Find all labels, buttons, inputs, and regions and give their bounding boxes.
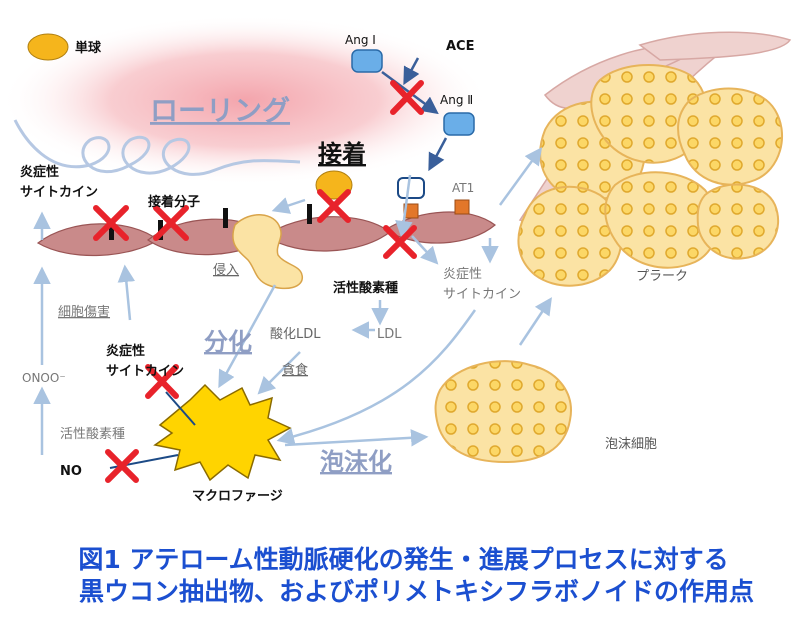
invading-monocyte xyxy=(232,214,303,290)
foam-cell-shape xyxy=(434,360,572,464)
ang2-box xyxy=(443,112,475,136)
inhibition-x-cytokine-left xyxy=(93,205,129,241)
inhibition-x-no xyxy=(105,449,139,483)
inhibition-marks xyxy=(93,80,424,483)
label-oxldl: 酸化LDL xyxy=(270,327,321,342)
label-differentiation: 分化 xyxy=(204,328,252,356)
label-ros-center: 活性酸素種 xyxy=(333,280,398,296)
inhibition-x-adhesion-molecule xyxy=(153,205,189,241)
macrophage-burst xyxy=(153,383,292,482)
label-adhesion-molecule: 接着分子 xyxy=(148,194,200,210)
label-adhesion: 接着 xyxy=(318,140,366,168)
label-phagocytosis: 貪食 xyxy=(282,362,308,378)
label-ldl: LDL xyxy=(377,327,402,342)
caption-line-2: 黒ウコン抽出物、およびポリメトキシフラボノイドの作用点 xyxy=(78,577,754,606)
label-macrophage: マクロファージ xyxy=(192,489,283,504)
label-ang2: Ang Ⅱ xyxy=(440,93,473,107)
label-no: NO xyxy=(60,464,82,479)
label-cytokine-l-1: 炎症性 xyxy=(106,343,145,359)
cytokine-link-line xyxy=(165,391,196,426)
label-plaque: プラーク xyxy=(636,269,688,284)
inhibition-x-ros xyxy=(383,225,417,259)
label-onoo: ONOO⁻ xyxy=(22,371,66,385)
label-cytokine-tl-1: 炎症性 xyxy=(20,164,59,180)
adhered-monocyte xyxy=(315,170,353,200)
rolling-loops xyxy=(13,119,301,176)
inhibition-x-ace xyxy=(390,80,424,115)
label-invasion: 侵入 xyxy=(213,262,239,278)
plaque-cells xyxy=(517,63,784,287)
inhibition-x-cytokine-macro xyxy=(145,364,179,399)
label-rolling: ローリング xyxy=(150,94,290,127)
caption-line-1: 図1 アテローム性動脈硬化の発生・進展プロセスに対する xyxy=(78,545,729,574)
label-cytokine-c-1: 炎症性 xyxy=(443,267,482,282)
at1-receptor xyxy=(397,177,470,219)
inhibition-x-adhesion xyxy=(317,189,351,223)
label-ros-left: 活性酸素種 xyxy=(60,426,125,442)
label-cytokine-tl-2: サイトカイン xyxy=(20,185,98,200)
monocyte-icon xyxy=(27,33,69,61)
label-foam-cell: 泡沫細胞 xyxy=(605,437,657,452)
label-cytokine-c-2: サイトカイン xyxy=(443,287,521,302)
label-cytokine-l-2: サイトカイン xyxy=(106,364,184,379)
ang1-box xyxy=(351,49,383,73)
pathway-arrows xyxy=(33,147,552,455)
label-ace: ACE xyxy=(446,39,474,54)
label-at1: AT1 xyxy=(452,181,474,195)
label-cell-damage: 細胞傷害 xyxy=(58,304,110,320)
label-ang1: Ang Ⅰ xyxy=(345,33,376,47)
label-monocyte: 単球 xyxy=(75,40,102,56)
label-foaming: 泡沫化 xyxy=(320,448,392,476)
